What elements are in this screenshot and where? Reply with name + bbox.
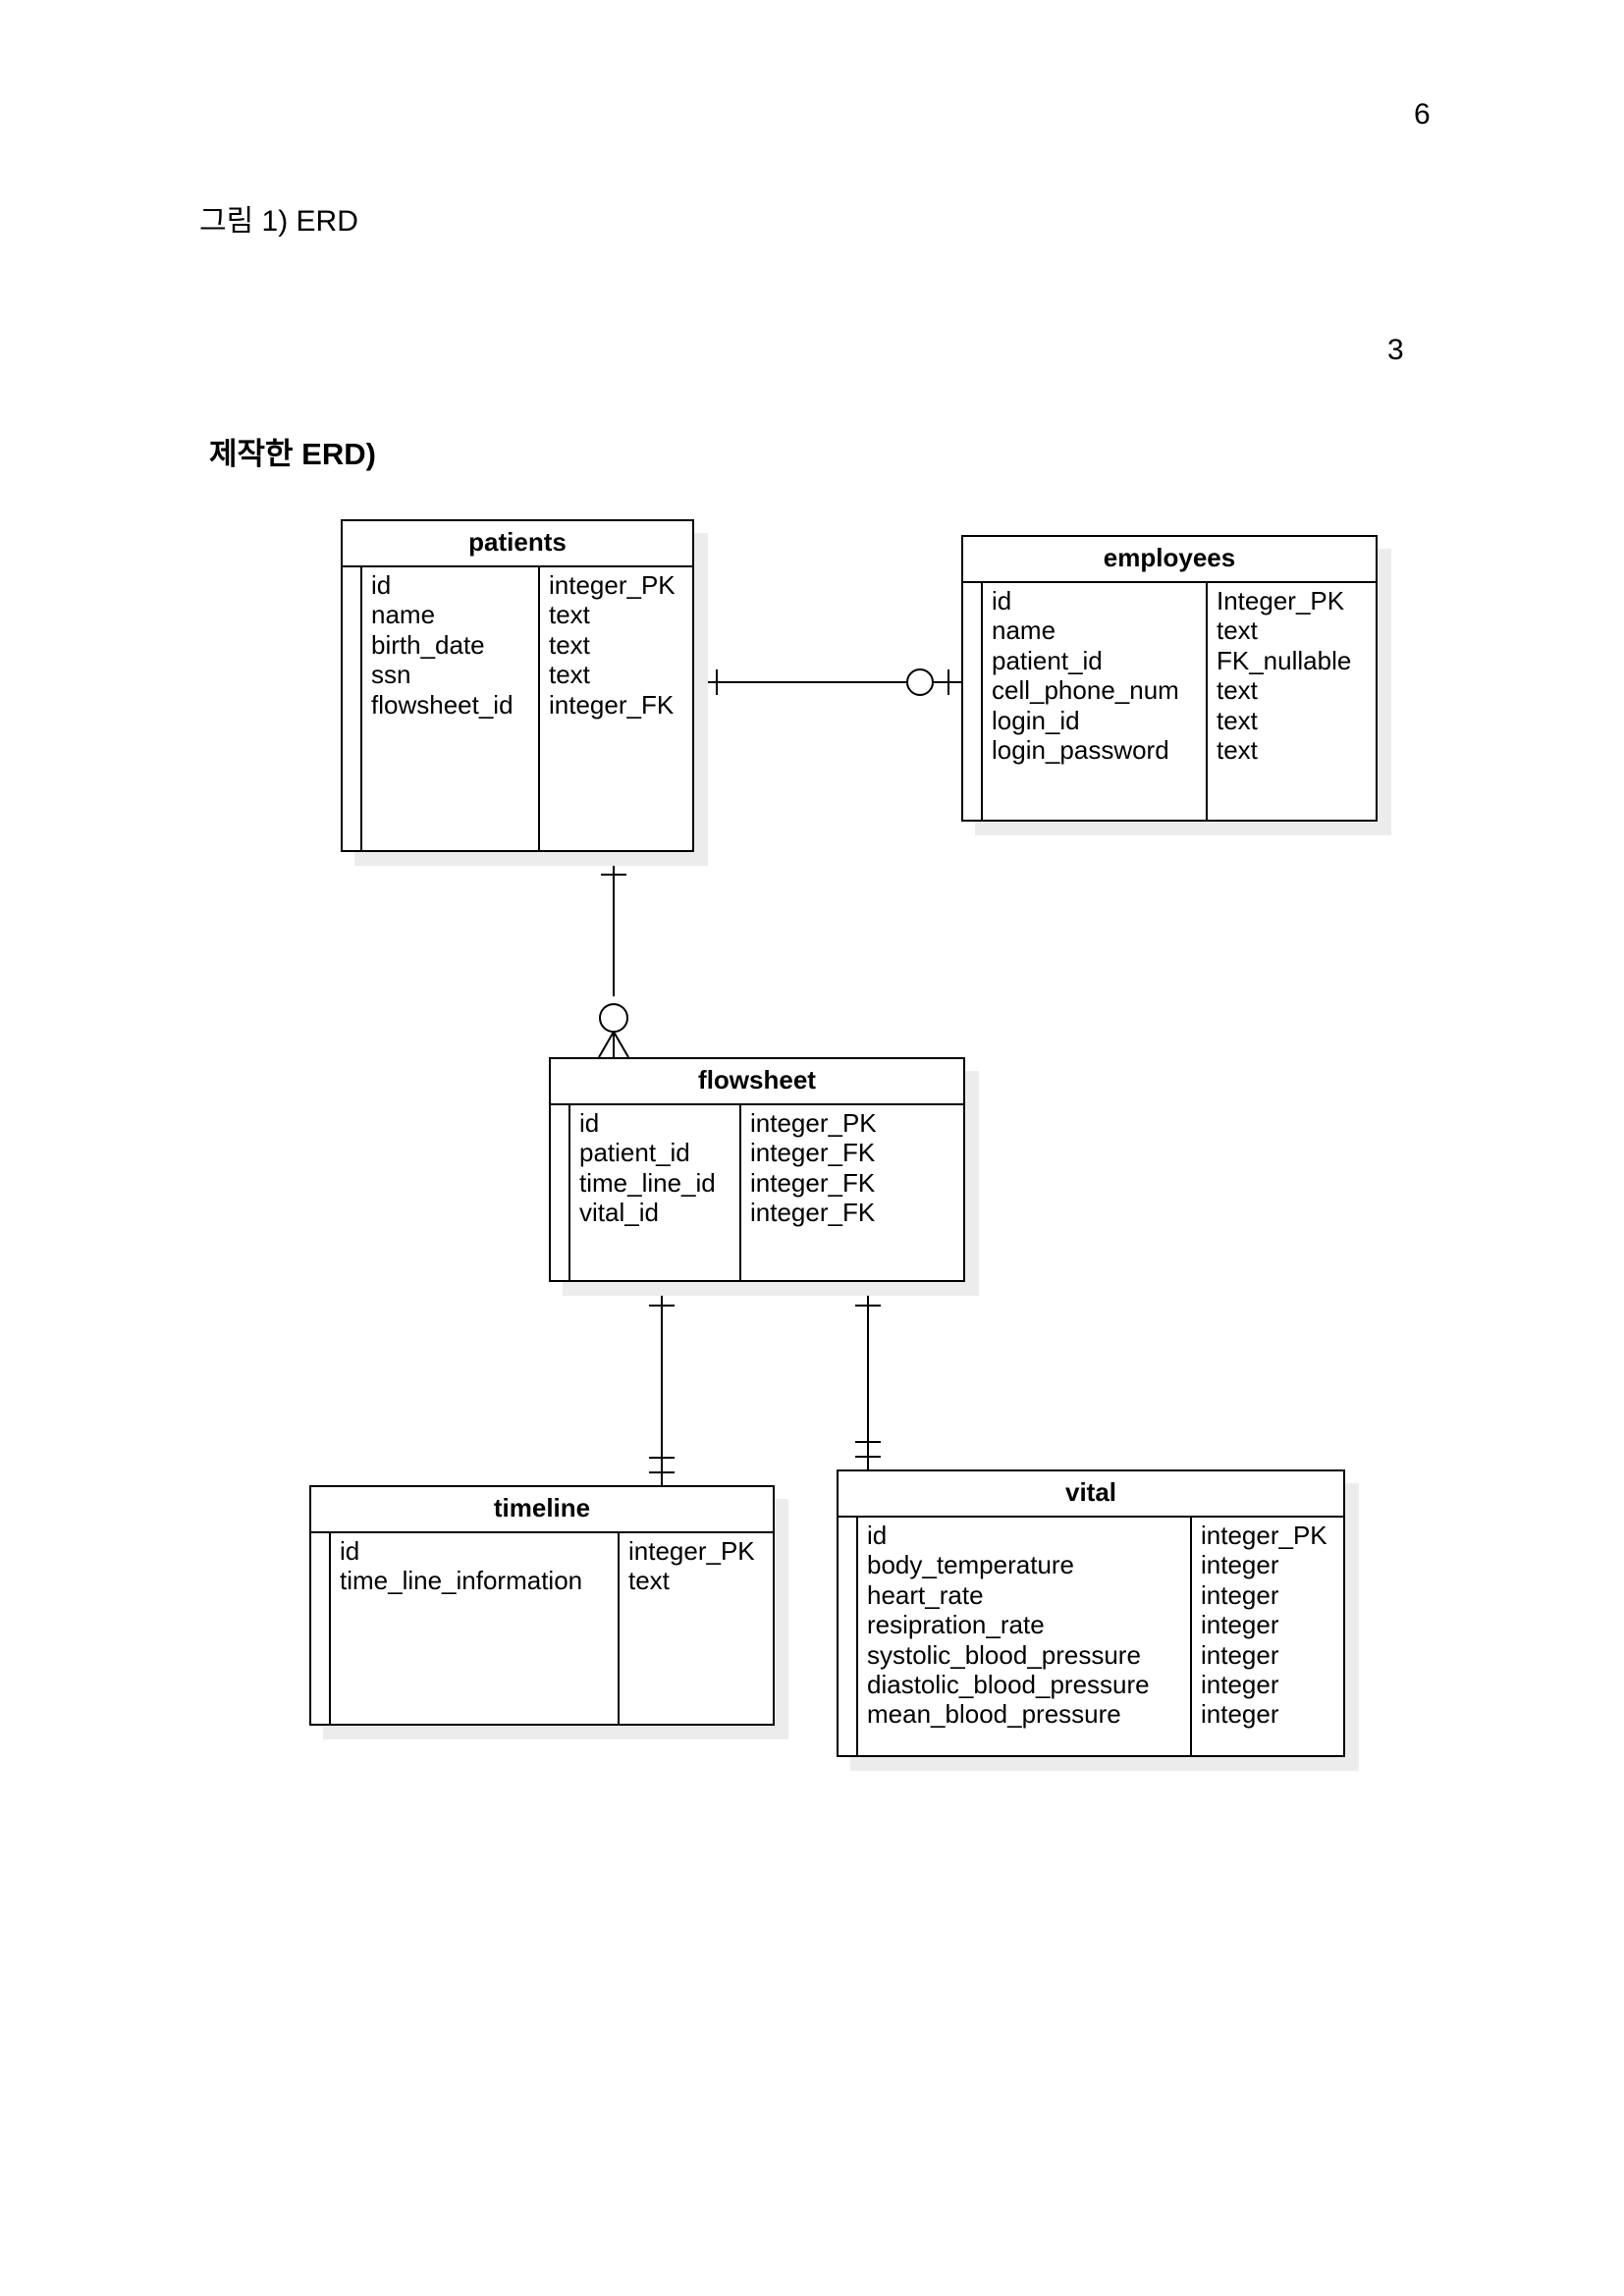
rel-employees-zero-circle <box>906 668 934 696</box>
attribute-type: text <box>1217 705 1258 735</box>
attribute-type: text <box>1217 615 1258 646</box>
attribute-name: patient_id <box>579 1138 690 1168</box>
column-names: id patient_id time_line_id vital_id <box>570 1105 741 1280</box>
entity-timeline[interactable]: timeline id time_line_information intege… <box>309 1485 775 1726</box>
attribute-name: body_temperature <box>867 1550 1075 1580</box>
attribute-type: integer_FK <box>750 1167 876 1198</box>
attribute-name: login_id <box>992 705 1080 735</box>
attribute-name: id <box>992 586 1012 615</box>
attribute-type: integer <box>1201 1550 1279 1580</box>
entity-patients[interactable]: patients id name birth_date ssn flowshee… <box>341 519 694 852</box>
column-names: id time_line_information <box>331 1533 620 1724</box>
column-names: id name patient_id cell_phone_num login_… <box>983 583 1208 820</box>
entity-title: employees <box>963 537 1376 583</box>
entity-title: timeline <box>311 1487 773 1533</box>
attribute-type: integer <box>1201 1639 1279 1670</box>
entity-vital[interactable]: vital id body_temperature heart_rate res… <box>837 1469 1345 1757</box>
attribute-type: integer_PK <box>750 1108 877 1138</box>
attribute-type: text <box>549 629 590 660</box>
figure-caption: 그림 1) ERD <box>199 205 358 238</box>
attribute-type: text <box>1217 735 1258 766</box>
entity-title: patients <box>343 521 692 567</box>
attribute-name: vital_id <box>579 1198 659 1228</box>
diagram-title: 제작한 ERD) <box>209 437 376 471</box>
attribute-type: text <box>1217 675 1258 706</box>
attribute-type: integer_FK <box>750 1198 876 1228</box>
entity-employees[interactable]: employees id name patient_id cell_phone_… <box>961 535 1378 822</box>
entity-title: flowsheet <box>551 1059 963 1105</box>
attribute-name: mean_blood_pressure <box>867 1699 1121 1730</box>
attribute-type: integer_PK <box>549 570 676 600</box>
attribute-name: diastolic_blood_pressure <box>867 1670 1150 1700</box>
entity-flowsheet[interactable]: flowsheet id patient_id time_line_id vit… <box>549 1057 965 1282</box>
attribute-name: id <box>340 1536 360 1566</box>
attribute-type: FK_nullable <box>1217 645 1352 675</box>
column-types: integer_PK text text text integer_FK <box>540 567 692 850</box>
attribute-type: integer_PK <box>1201 1521 1327 1550</box>
column-names: id body_temperature heart_rate resiprati… <box>858 1518 1192 1755</box>
column-types: Integer_PK text FK_nullable text text te… <box>1208 583 1376 820</box>
attribute-name: cell_phone_num <box>992 675 1179 706</box>
attribute-type: integer_PK <box>628 1536 755 1566</box>
attribute-name: heart_rate <box>867 1579 984 1610</box>
attribute-name: id <box>867 1521 888 1550</box>
attribute-type: integer <box>1201 1579 1279 1610</box>
attribute-type: integer_FK <box>549 689 675 720</box>
attribute-type: text <box>549 660 590 690</box>
attribute-type: integer <box>1201 1670 1279 1700</box>
attribute-type: text <box>628 1566 670 1596</box>
attribute-name: login_password <box>992 735 1169 766</box>
attribute-name: flowsheet_id <box>371 689 514 720</box>
attribute-type: integer_FK <box>750 1138 876 1168</box>
rel-flowsheet-zero-circle <box>599 1003 628 1033</box>
attribute-name: id <box>371 570 392 600</box>
rel-flowsheet-many-mark <box>613 1031 629 1058</box>
rel-flowsheet-many-mark <box>598 1031 615 1058</box>
attribute-name: id <box>579 1108 600 1138</box>
attribute-name: time_line_id <box>579 1167 716 1198</box>
column-types: integer_PK text <box>620 1533 773 1724</box>
page-number: 6 <box>1414 98 1431 131</box>
column-names: id name birth_date ssn flowsheet_id <box>362 567 540 850</box>
inner-page-number: 3 <box>1387 334 1404 366</box>
attribute-type: integer <box>1201 1610 1279 1640</box>
attribute-name: patient_id <box>992 645 1103 675</box>
attribute-name: birth_date <box>371 629 485 660</box>
attribute-type: text <box>549 600 590 630</box>
attribute-name: resipration_rate <box>867 1610 1045 1640</box>
column-types: integer_PK integer_FK integer_FK integer… <box>741 1105 963 1280</box>
attribute-name: ssn <box>371 660 411 690</box>
attribute-name: name <box>992 615 1056 646</box>
attribute-name: name <box>371 600 436 630</box>
attribute-type: integer <box>1201 1699 1279 1730</box>
attribute-name: systolic_blood_pressure <box>867 1639 1141 1670</box>
attribute-name: time_line_information <box>340 1566 583 1596</box>
entity-title: vital <box>839 1471 1343 1518</box>
attribute-type: Integer_PK <box>1217 586 1345 615</box>
column-types: integer_PK integer integer integer integ… <box>1192 1518 1343 1755</box>
